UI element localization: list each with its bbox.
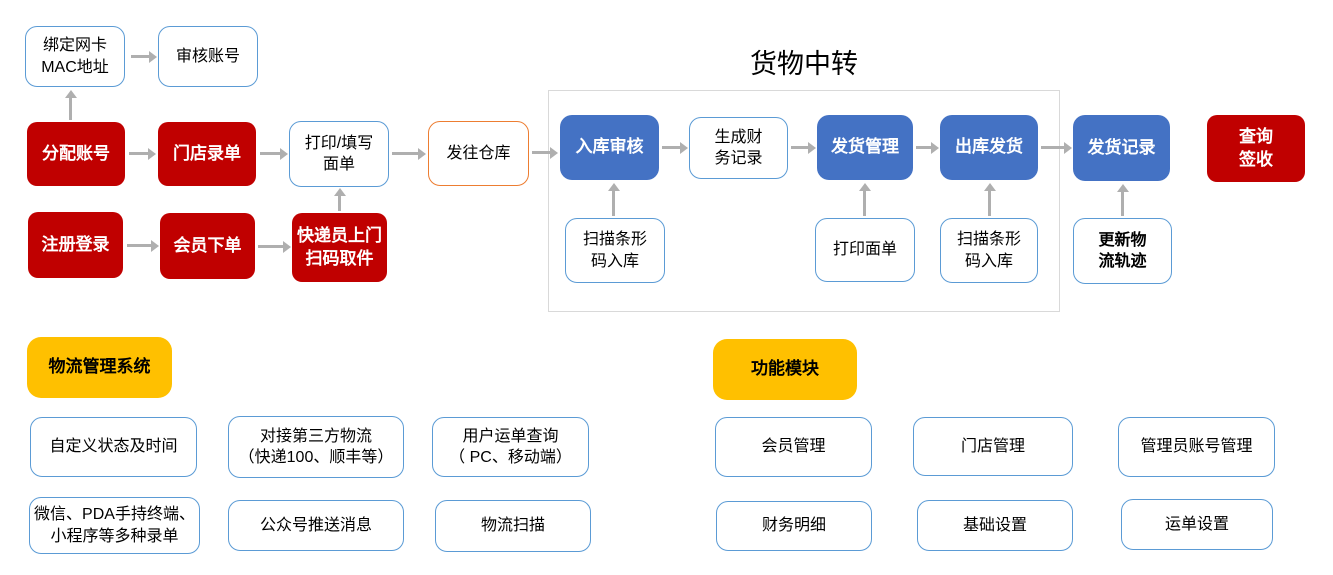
node-scan-barcode-outbound: 扫描条形 码入库	[940, 218, 1038, 283]
node-outbound-ship: 出库发货	[940, 115, 1038, 180]
arrow-up-icon	[1116, 184, 1129, 216]
arrow-right-icon	[392, 147, 426, 160]
module-waybill-settings: 运单设置	[1121, 499, 1273, 550]
node-ship-management: 发货管理	[817, 115, 913, 180]
node-member-order: 会员下单	[160, 213, 255, 279]
node-audit-account: 审核账号	[158, 26, 258, 87]
feature-multi-entry: 微信、PDA手持终端、 小程序等多种录单	[29, 497, 200, 554]
module-admin-account-management: 管理员账号管理	[1118, 417, 1275, 477]
node-store-entry: 门店录单	[158, 122, 256, 186]
arrow-right-icon	[916, 141, 939, 154]
node-assign-account: 分配账号	[27, 122, 125, 186]
arrow-right-icon	[791, 141, 816, 154]
arrow-right-icon	[129, 147, 156, 160]
module-member-management: 会员管理	[715, 417, 872, 477]
logistics-system-header: 物流管理系统	[27, 337, 172, 398]
node-bind-mac: 绑定网卡 MAC地址	[25, 26, 125, 87]
feature-third-party-logistics: 对接第三方物流 （快递100、顺丰等）	[228, 416, 404, 478]
module-basic-settings: 基础设置	[917, 500, 1073, 551]
node-print-fill-sheet: 打印/填写 面单	[289, 121, 389, 187]
arrow-up-icon	[983, 183, 996, 216]
arrow-up-icon	[607, 183, 620, 216]
node-register-login: 注册登录	[28, 212, 123, 278]
module-finance-detail: 财务明细	[716, 501, 872, 551]
node-courier-pickup: 快递员上门 扫码取件	[292, 213, 387, 282]
arrow-right-icon	[662, 141, 688, 154]
arrow-up-icon	[64, 90, 77, 120]
arrow-right-icon	[127, 239, 159, 252]
node-ship-record: 发货记录	[1073, 115, 1170, 181]
node-scan-barcode-inbound: 扫描条形 码入库	[565, 218, 665, 283]
node-update-track: 更新物 流轨迹	[1073, 218, 1172, 284]
node-inbound-audit: 入库审核	[560, 115, 659, 180]
arrow-up-icon	[858, 183, 871, 216]
node-finance-record: 生成财 务记录	[689, 117, 788, 179]
feature-official-account-push: 公众号推送消息	[228, 500, 404, 551]
arrow-right-icon	[258, 240, 291, 253]
node-query-sign: 查询 签收	[1207, 115, 1305, 182]
arrow-right-icon	[1041, 141, 1072, 154]
feature-custom-status: 自定义状态及时间	[30, 417, 197, 477]
cargo-transfer-title: 货物中转	[750, 49, 858, 79]
arrow-up-icon	[333, 188, 346, 211]
function-modules-header: 功能模块	[713, 339, 857, 400]
module-store-management: 门店管理	[913, 417, 1073, 476]
arrow-right-icon	[131, 50, 157, 63]
feature-user-waybill-query: 用户运单查询 （ PC、移动端）	[432, 417, 589, 477]
arrow-right-icon	[532, 146, 558, 159]
node-send-warehouse: 发往仓库	[428, 121, 529, 186]
node-print-sheet: 打印面单	[815, 218, 915, 282]
arrow-right-icon	[260, 147, 288, 160]
feature-logistics-scan: 物流扫描	[435, 500, 591, 552]
